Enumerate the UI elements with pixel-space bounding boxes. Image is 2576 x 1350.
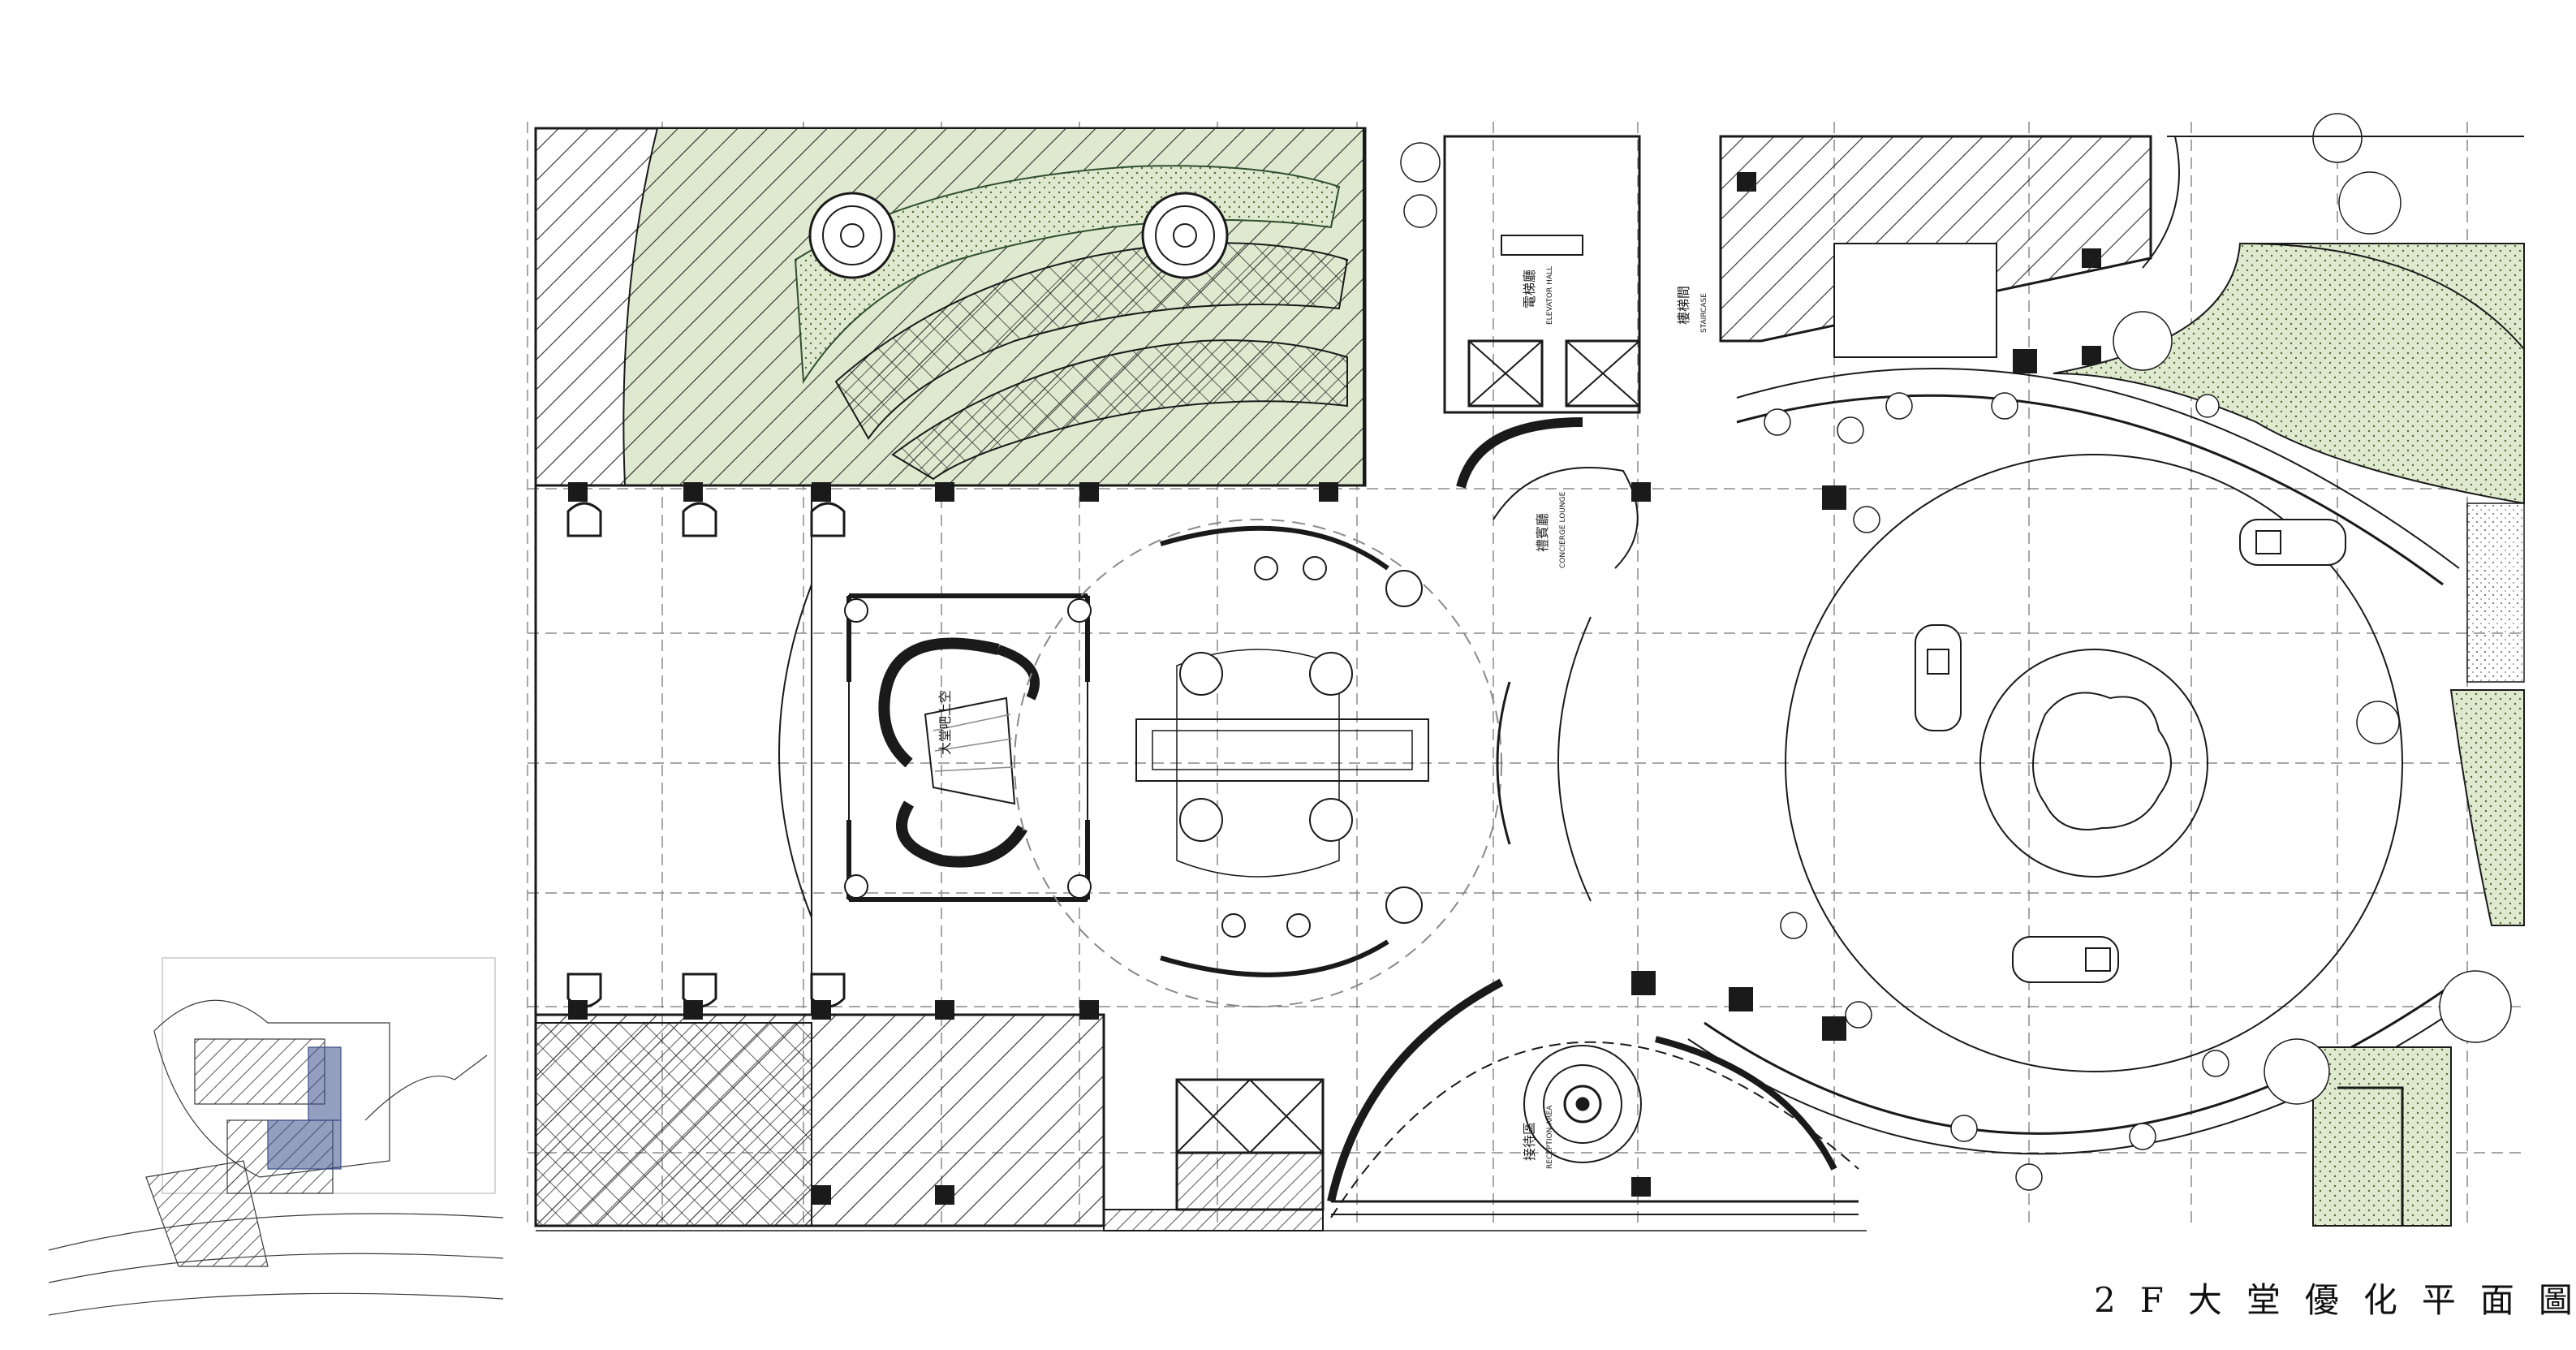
cars bbox=[1915, 519, 2346, 983]
right-landscape bbox=[2053, 243, 2525, 1227]
arched-windows bbox=[566, 502, 846, 1008]
fire-stair-label-en: STAIRCASE bbox=[1700, 293, 1708, 333]
fire-stair-block: 樓梯間 STAIRCASE bbox=[1676, 135, 2152, 358]
bottom-lift-block bbox=[1175, 1078, 1325, 1211]
landscape-garden-zone bbox=[534, 127, 1367, 487]
site-boundary bbox=[536, 136, 2525, 1231]
concierge-lounge: 禮賓廳 CONCIERGE LOUNGE bbox=[1456, 417, 1639, 569]
elevator-hall: 電梯廳 ELEVATOR HALL bbox=[1443, 135, 1641, 414]
drawing-title: 2F大堂優化平面圖 bbox=[2094, 1280, 2576, 1320]
drive-in-circle bbox=[1687, 368, 2484, 1155]
fire-stair-label: 樓梯間 bbox=[1676, 286, 1691, 325]
reception-label-en: RECEPTION AREA bbox=[1546, 1105, 1554, 1169]
grand-staircase: 大堂吧上空 bbox=[846, 593, 1090, 902]
trees bbox=[1400, 113, 2512, 1105]
reception-label: 接待區 bbox=[1522, 1122, 1537, 1161]
planter-pots bbox=[1764, 392, 2229, 1191]
reception-area: 接待區 RECEPTION AREA bbox=[1327, 978, 1859, 1218]
central-rotunda bbox=[1014, 519, 1592, 1007]
concierge-label-en: CONCIERGE LOUNGE bbox=[1559, 491, 1567, 568]
elevator-hall-label: 電梯廳 bbox=[1522, 270, 1537, 308]
lobby-furniture bbox=[844, 556, 1423, 938]
elevator-hall-label-en: ELEVATOR HALL bbox=[1546, 266, 1554, 325]
key-plan bbox=[48, 957, 504, 1316]
grand-stair-label: 大堂吧上空 bbox=[937, 690, 953, 755]
concierge-label: 禮賓廳 bbox=[1535, 513, 1550, 552]
